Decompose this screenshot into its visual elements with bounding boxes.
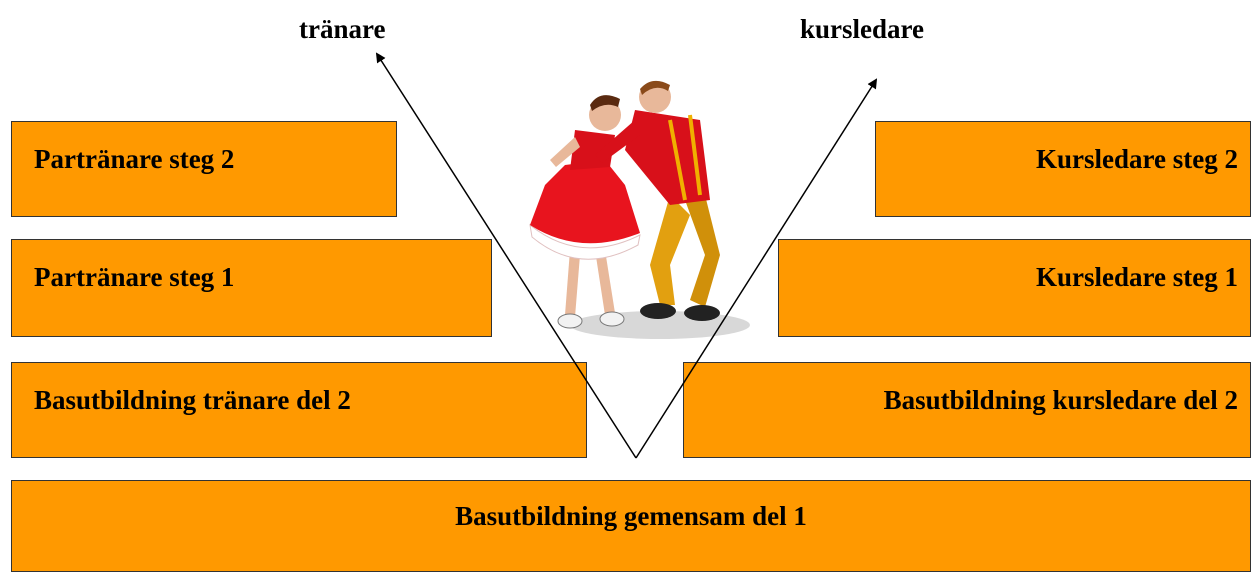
course-leader-track-label: kursledare <box>800 14 925 44</box>
box-basutbildning-gemensam-del-1: Basutbildning gemensam del 1 <box>11 480 1251 572</box>
box-label: Basutbildning tränare del 2 <box>34 385 351 415</box>
trainer-track-label: tränare <box>299 14 386 44</box>
box-kursledare-steg-2: Kursledare steg 2 <box>875 121 1251 217</box>
box-partranare-steg-2: Partränare steg 2 <box>11 121 397 217</box>
dancing-couple-icon <box>529 80 750 339</box>
course-leader-path-arrow <box>635 78 878 459</box>
box-label: Kursledare steg 1 <box>1036 262 1238 292</box>
box-label: Partränare steg 1 <box>34 262 235 292</box>
trainer-path-arrow <box>375 52 637 459</box>
box-partranare-steg-1: Partränare steg 1 <box>11 239 492 337</box>
box-label: Basutbildning gemensam del 1 <box>455 501 807 531</box>
box-basutbildning-kursledare-del-2: Basutbildning kursledare del 2 <box>683 362 1251 458</box>
box-label: Basutbildning kursledare del 2 <box>883 385 1238 415</box>
box-label: Partränare steg 2 <box>34 144 235 174</box>
box-label: Kursledare steg 2 <box>1036 144 1238 174</box>
box-basutbildning-tranare-del-2: Basutbildning tränare del 2 <box>11 362 587 458</box>
